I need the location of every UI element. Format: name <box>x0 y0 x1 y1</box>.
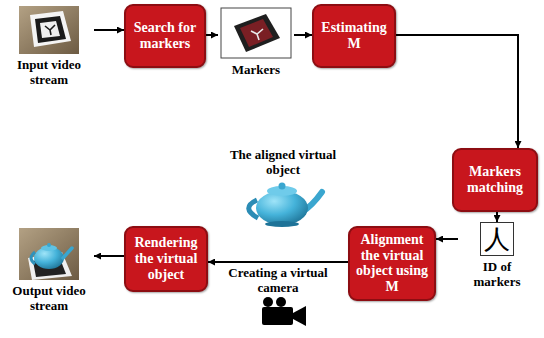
process-box: Markers matching <box>452 148 538 212</box>
flow-arrow <box>208 261 348 263</box>
box-label: Alignment the virtual object using M <box>354 232 430 295</box>
caption: Output video stream <box>4 284 94 313</box>
box-label: Rendering the virtual object <box>130 235 202 282</box>
process-box: Search for markers <box>124 4 206 68</box>
process-box: Rendering the virtual object <box>124 226 208 292</box>
flow-arrow <box>396 35 518 148</box>
box-label: Estimating M <box>318 20 390 51</box>
caption: Input video stream <box>4 58 94 87</box>
process-box: Alignment the virtual object using M <box>348 226 436 301</box>
input-frame: Input video stream <box>4 4 94 87</box>
teapot-illustration <box>249 183 322 228</box>
box-label: Search for markers <box>130 20 200 51</box>
flow-arrow <box>294 34 312 36</box>
input-photo <box>19 6 79 54</box>
flow-arrow <box>94 29 124 31</box>
annotation-label: The aligned virtual object <box>226 148 340 177</box>
caption: ID of markers <box>458 260 536 289</box>
marker-image: Markers <box>218 6 294 78</box>
flow-arrow <box>436 238 458 240</box>
caption: Markers <box>218 63 294 78</box>
marker-id: 人 ID of markers <box>458 222 536 289</box>
process-box: Estimating M <box>312 4 396 68</box>
output-frame: Output video stream <box>4 226 94 313</box>
flow-arrow <box>94 255 124 257</box>
flow-arrow <box>206 34 218 36</box>
output-photo <box>19 228 79 280</box>
marker-glyph: 人 <box>480 222 514 256</box>
markers-image <box>221 8 291 58</box>
box-label: Markers matching <box>458 164 532 195</box>
flow-arrow <box>496 212 498 222</box>
edge-label: Creating a virtual camera <box>220 266 336 295</box>
camera-icon <box>262 297 306 326</box>
